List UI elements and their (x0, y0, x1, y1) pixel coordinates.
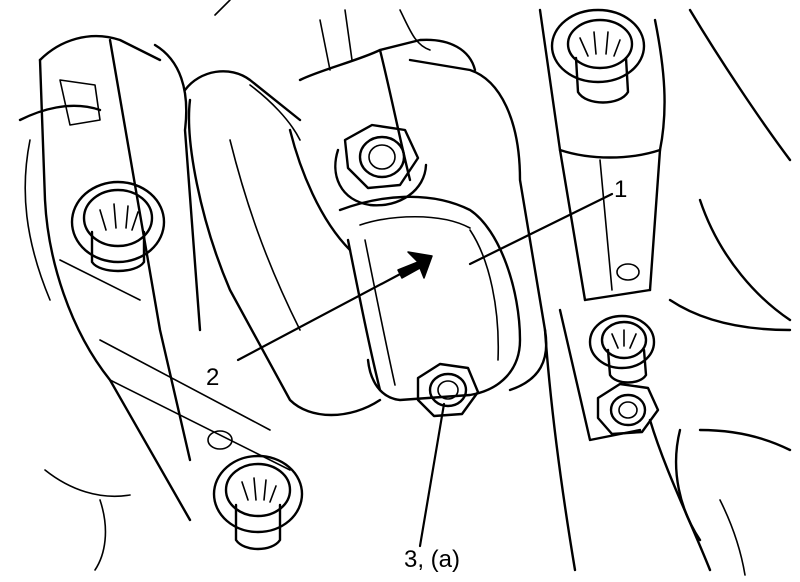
right-middle-bolt-icon (588, 314, 656, 384)
right-crankcase-web (538, 8, 792, 576)
left-upper-bolt-icon (70, 180, 166, 273)
callout-1: 1 (614, 176, 628, 203)
leader-line-1 (468, 192, 614, 266)
bearing-cap (183, 0, 548, 417)
left-lower-bolt-icon (207, 430, 304, 551)
direction-arrow-icon (397, 251, 433, 279)
right-lower-nut-icon (596, 382, 660, 436)
cap-nut-icon (416, 362, 480, 418)
left-crankcase-web (18, 34, 291, 571)
right-top-bolt-icon (550, 8, 646, 104)
callout-3-a: 3, (a) (404, 546, 461, 573)
top-nut-icon (334, 123, 428, 207)
callout-2: 2 (206, 364, 220, 391)
leader-line-3 (418, 402, 446, 548)
leader-line-2 (236, 270, 406, 362)
